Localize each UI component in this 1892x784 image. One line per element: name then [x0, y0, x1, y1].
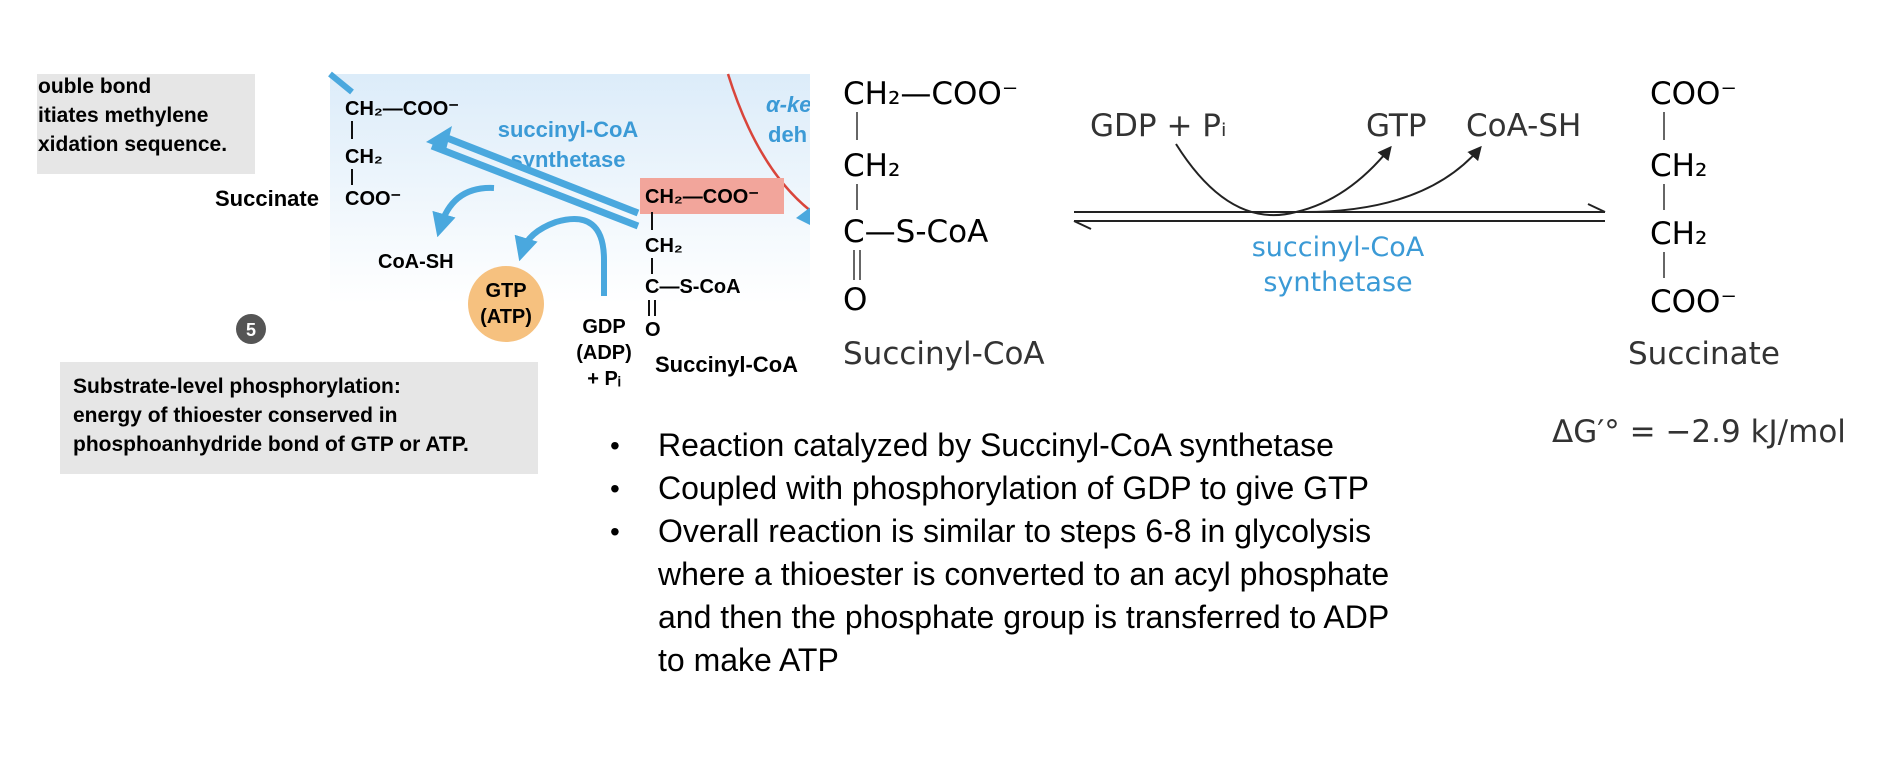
- scheme-enzyme-line2: synthetase: [1263, 267, 1412, 298]
- product-line4: COO⁻: [1650, 284, 1737, 320]
- callout-top-line1: ouble bond: [38, 75, 151, 98]
- product-line1: COO⁻: [1650, 76, 1737, 112]
- cofactor-in: GDP + Pᵢ: [1090, 108, 1227, 144]
- succinate-bottom-formula: COO⁻: [345, 188, 401, 210]
- gdp-label-1: GDP: [582, 316, 625, 338]
- gdp-label-3: + Pᵢ: [587, 368, 621, 390]
- succinate-label: Succinate: [215, 186, 319, 211]
- callout-bottom-line3: phosphoanhydride bond of GTP or ATP.: [73, 433, 469, 456]
- coash-label: CoA-SH: [378, 251, 454, 273]
- succinate-mid-formula: CH₂: [345, 146, 383, 168]
- cofactor-out-2: CoA-SH: [1466, 108, 1581, 144]
- cofactor-out-1: GTP: [1366, 108, 1427, 144]
- reactant-line2: CH₂: [843, 148, 900, 184]
- callout-top-line3: xidation sequence.: [38, 133, 227, 156]
- equilibrium-reverse-head: [1073, 220, 1092, 230]
- gtp-circle: [468, 266, 544, 342]
- blue-arrow-reverse: [440, 132, 640, 217]
- callout-top-line2: itiates methylene: [38, 104, 208, 127]
- product-line2: CH₂: [1650, 148, 1707, 184]
- succinylcoa-label: Succinyl-CoA: [655, 352, 798, 377]
- callout-bottom-line2: energy of thioester conserved in: [73, 404, 397, 427]
- reactant-line1: CH₂—COO⁻: [843, 76, 1018, 112]
- bullet-list: Reaction catalyzed by Succinyl-CoA synth…: [610, 424, 1410, 682]
- coash-branch-arrow: [432, 184, 495, 238]
- blue-arrowhead-reverse: [426, 126, 452, 150]
- product-name: Succinate: [1628, 336, 1780, 372]
- gtp-label-1: GTP: [485, 280, 526, 302]
- callout-bottom-box: [60, 362, 538, 474]
- succinylcoa-top-formula: CH₂—COO⁻: [645, 186, 759, 208]
- bullet-item: Coupled with phosphorylation of GDP to g…: [610, 467, 1410, 510]
- next-enzyme-partial-2: deh: [768, 122, 807, 147]
- next-enzyme-partial-1: α-ke: [766, 92, 811, 117]
- gdp-gtp-arrow: [514, 216, 607, 296]
- reactant-line4: O: [843, 282, 867, 318]
- reaction-scheme: CH₂—COO⁻ CH₂ C—S-CoA O Succinyl-CoA GDP …: [843, 76, 1846, 450]
- red-arc: [726, 73, 810, 212]
- enzyme-label-line1: succinyl-CoA: [498, 117, 639, 142]
- gdp-label-2: (ADP): [576, 342, 632, 364]
- succinate-top-formula: CH₂—COO⁻: [345, 98, 459, 120]
- blue-arc-top: [328, 71, 354, 95]
- equilibrium-forward-head: [1587, 203, 1606, 213]
- callout-bottom-line1: Substrate-level phosphorylation:: [73, 375, 401, 398]
- cofactor-curve-gtp: [1175, 143, 1392, 217]
- step-badge: [236, 314, 266, 344]
- delta-g: ΔG′° = −2.9 kJ/mol: [1552, 414, 1846, 450]
- product-line3: CH₂: [1650, 216, 1707, 252]
- succinylcoa-ch2: CH₂: [645, 235, 683, 257]
- blue-arrow-forward: [430, 142, 640, 230]
- reactant-line3: C—S-CoA: [843, 214, 988, 250]
- callout-top-box: [37, 74, 255, 174]
- scheme-enzyme-line1: succinyl-CoA: [1252, 232, 1425, 263]
- blue-arrow-fragment: [796, 207, 810, 225]
- succinylcoa-o: O: [645, 319, 661, 341]
- succinylcoa-c: C—S-CoA: [645, 276, 741, 298]
- step-number: 5: [246, 320, 256, 340]
- succinylcoa-highlight: [640, 178, 784, 214]
- left-figure: ouble bond itiates methylene xidation se…: [37, 71, 811, 474]
- bullet-item: Reaction catalyzed by Succinyl-CoA synth…: [610, 424, 1410, 467]
- bullet-item: Overall reaction is similar to steps 6-8…: [610, 510, 1410, 682]
- gtp-label-2: (ATP): [480, 306, 532, 328]
- reactant-name: Succinyl-CoA: [843, 336, 1045, 372]
